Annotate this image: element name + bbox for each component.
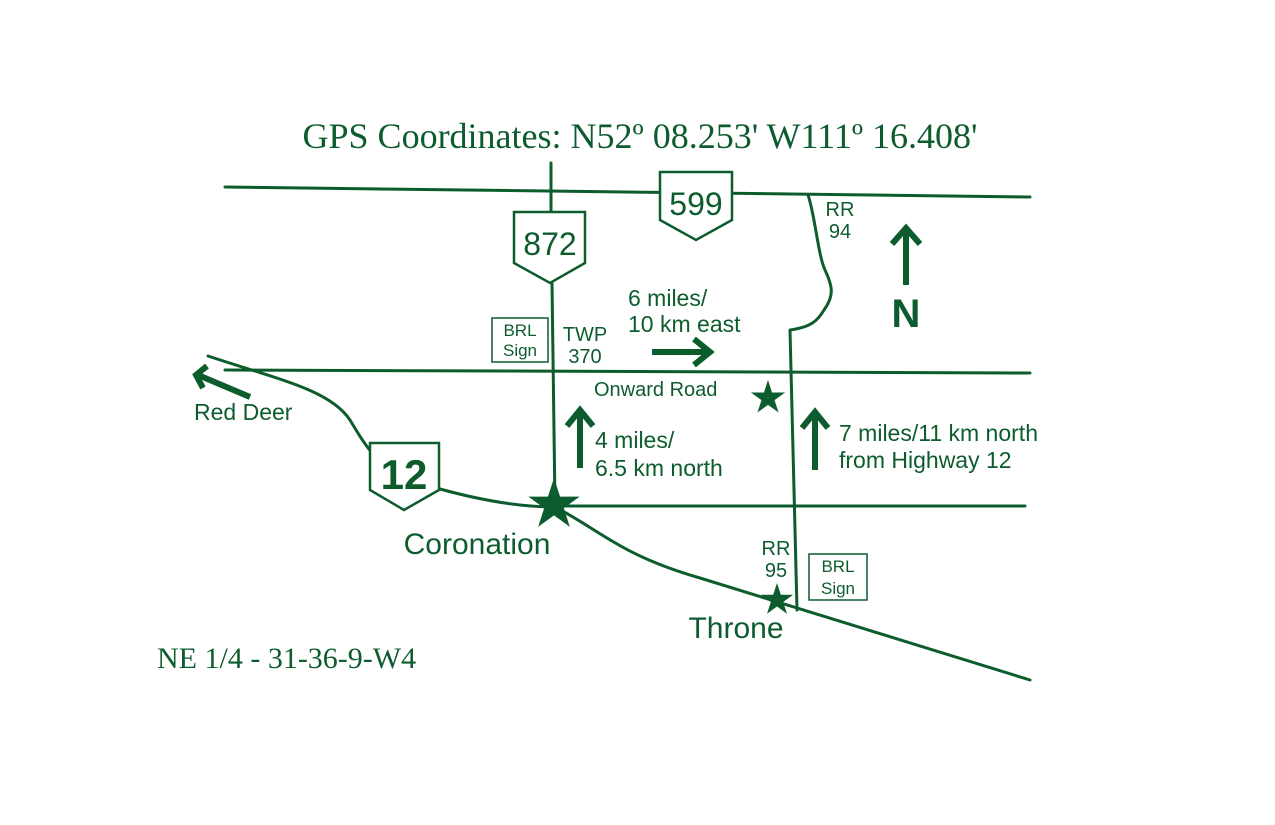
throne-star-icon bbox=[760, 583, 794, 614]
highway-599-label: 599 bbox=[669, 186, 722, 222]
coronation-star-icon bbox=[528, 478, 580, 527]
destination-star-icon bbox=[750, 380, 786, 413]
highway-872-road bbox=[550, 281, 557, 507]
highway-12-east bbox=[438, 487, 1032, 682]
rr94-label-line2: 94 bbox=[829, 221, 851, 243]
red-deer-arrow-icon bbox=[196, 372, 252, 400]
highway-872-label: 872 bbox=[523, 226, 576, 262]
rr94-label-line1: RR bbox=[826, 199, 855, 221]
north-872-arrow-head-icon bbox=[564, 405, 596, 428]
brl-sign-west-line1: BRL bbox=[503, 321, 536, 340]
coronation-label: Coronation bbox=[404, 528, 551, 561]
compass-north-label: N bbox=[892, 292, 921, 336]
highway-599-shield-icon bbox=[658, 170, 734, 242]
throne-label: Throne bbox=[688, 612, 783, 645]
legal-land-description: NE 1/4 - 31-36-9-W4 bbox=[157, 642, 416, 675]
rr95-label-line2: 95 bbox=[765, 560, 787, 582]
red-deer-label: Red Deer bbox=[194, 399, 293, 425]
range-road-94-95 bbox=[788, 193, 833, 612]
brl-sign-east bbox=[808, 553, 868, 601]
east-arrow-head-icon bbox=[692, 336, 715, 368]
highway-872-shield-icon bbox=[512, 210, 587, 285]
east-distance-line2: 10 km east bbox=[628, 311, 741, 337]
gps-coordinates: GPS Coordinates: N52º 08.253' W111º 16.4… bbox=[303, 116, 978, 156]
north-rr95-distance-line1: 7 miles/11 km north bbox=[839, 420, 1038, 446]
north-arrow-head-icon bbox=[889, 223, 923, 246]
brl-sign-west bbox=[491, 317, 549, 363]
brl-sign-east-line1: BRL bbox=[821, 557, 854, 576]
red-deer-arrow-head-icon bbox=[192, 363, 209, 390]
highway-12-shield-icon bbox=[368, 441, 441, 512]
township-road-370 bbox=[223, 368, 1032, 375]
brl-sign-east-line2: Sign bbox=[821, 579, 855, 598]
east-distance-line1: 6 miles/ bbox=[628, 285, 708, 311]
twp-label-line2: 370 bbox=[568, 346, 601, 368]
rr95-label-line1: RR bbox=[762, 538, 791, 560]
highway-599-road bbox=[223, 185, 1032, 199]
north-rr95-distance-line2: from Highway 12 bbox=[839, 447, 1012, 473]
north-872-distance-line1: 4 miles/ bbox=[595, 427, 675, 453]
twp-label-line1: TWP bbox=[563, 324, 607, 346]
highway-12-label: 12 bbox=[381, 451, 428, 498]
north-872-distance-line2: 6.5 km north bbox=[595, 455, 723, 481]
brl-sign-west-line2: Sign bbox=[503, 341, 537, 360]
onward-road-label: Onward Road bbox=[594, 379, 717, 401]
north-rr95-arrow-head-icon bbox=[799, 407, 831, 430]
